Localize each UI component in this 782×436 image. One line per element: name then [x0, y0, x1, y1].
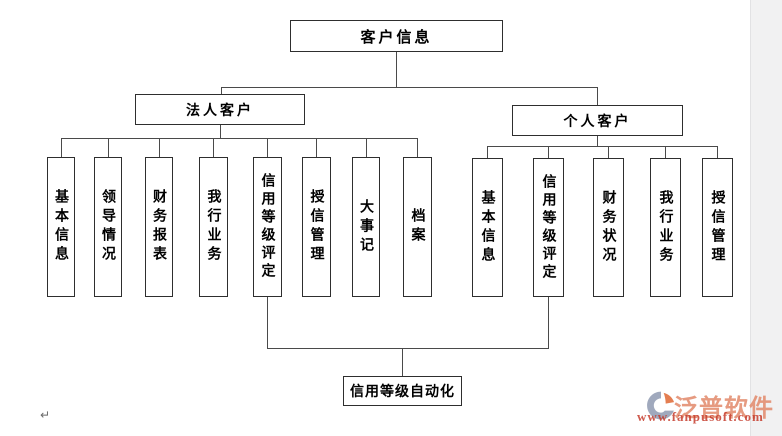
connector-drop	[61, 138, 62, 157]
node-corp-archives: 档案	[403, 157, 432, 297]
node-corp-memorabilia: 大事记	[352, 157, 380, 297]
node-ind-credit-management-label: 授信管理	[709, 189, 726, 266]
node-ind-our-bank-business-label: 我行业务	[657, 189, 674, 266]
connector-drop	[417, 138, 418, 157]
node-individual-customer: 个人客户	[512, 105, 683, 136]
node-ind-financial-status-label: 财务状况	[600, 189, 617, 266]
node-corp-financial-reports-label: 财务报表	[151, 189, 167, 265]
node-corporate-customer: 法人客户	[135, 94, 305, 125]
connector-root-down	[396, 52, 397, 87]
node-ind-basic-info: 基本信息	[472, 158, 503, 297]
node-corp-archives-label: 档案	[409, 208, 426, 246]
paragraph-mark: ↵	[40, 408, 51, 422]
connector-drop	[108, 138, 109, 157]
connector-drop	[548, 146, 549, 158]
node-corp-our-bank-business-label: 我行业务	[205, 189, 222, 265]
page-margin-area	[750, 0, 782, 436]
fanpu-logo-icon	[647, 391, 675, 420]
connector-drop	[665, 146, 666, 158]
node-corp-financial-reports: 财务报表	[145, 157, 173, 297]
connector-drop	[608, 146, 609, 158]
node-corp-credit-rating-label: 信用等级评定	[259, 173, 276, 281]
connector-bottom-horizontal	[267, 348, 549, 349]
connector-left-rating-down	[267, 297, 268, 348]
connector-drop	[316, 138, 317, 157]
node-ind-basic-info-label: 基本信息	[479, 189, 496, 266]
node-customer-info-label: 客户信息	[360, 27, 433, 46]
node-corp-leadership-label: 领导情况	[100, 189, 116, 265]
node-corp-credit-rating: 信用等级评定	[253, 157, 282, 297]
connector-automation-down	[402, 349, 403, 376]
connector-individual-horizontal	[487, 146, 718, 147]
node-corp-memorabilia-label: 大事记	[358, 198, 374, 256]
node-credit-rating-automation: 信用等级自动化	[343, 376, 462, 406]
connector-level1-horizontal	[221, 87, 598, 88]
node-corp-basic-info: 基本信息	[47, 157, 75, 297]
node-ind-credit-rating-label: 信用等级评定	[540, 173, 557, 282]
connector-individual-down	[597, 136, 598, 146]
node-corp-basic-info-label: 基本信息	[53, 189, 69, 265]
connector-drop	[717, 146, 718, 158]
node-credit-rating-automation-label: 信用等级自动化	[350, 384, 455, 400]
node-ind-credit-management: 授信管理	[702, 158, 733, 297]
connector-corporate-horizontal	[61, 138, 417, 139]
connector-drop	[213, 138, 214, 157]
connector-to-corporate	[221, 88, 222, 94]
connector-corporate-down	[220, 125, 221, 138]
connector-drop	[267, 138, 268, 157]
connector-to-individual	[597, 88, 598, 105]
watermark-url-text: www.fanpusoft.com	[637, 409, 764, 424]
watermark-brand-text: 泛普软件	[674, 394, 774, 422]
node-corp-credit-management: 授信管理	[302, 157, 331, 297]
node-corp-credit-management-label: 授信管理	[308, 189, 325, 265]
node-ind-our-bank-business: 我行业务	[650, 158, 681, 297]
node-corporate-customer-label: 法人客户	[186, 102, 254, 119]
node-ind-credit-rating: 信用等级评定	[533, 158, 564, 297]
node-corp-our-bank-business: 我行业务	[199, 157, 228, 297]
node-customer-info: 客户信息	[290, 20, 503, 52]
node-corp-leadership: 领导情况	[94, 157, 122, 297]
connector-right-rating-down	[548, 297, 549, 348]
node-ind-financial-status: 财务状况	[593, 158, 624, 297]
node-individual-customer-label: 个人客户	[563, 113, 632, 130]
connector-drop	[159, 138, 160, 157]
connector-drop	[487, 146, 488, 158]
connector-drop	[366, 138, 367, 157]
